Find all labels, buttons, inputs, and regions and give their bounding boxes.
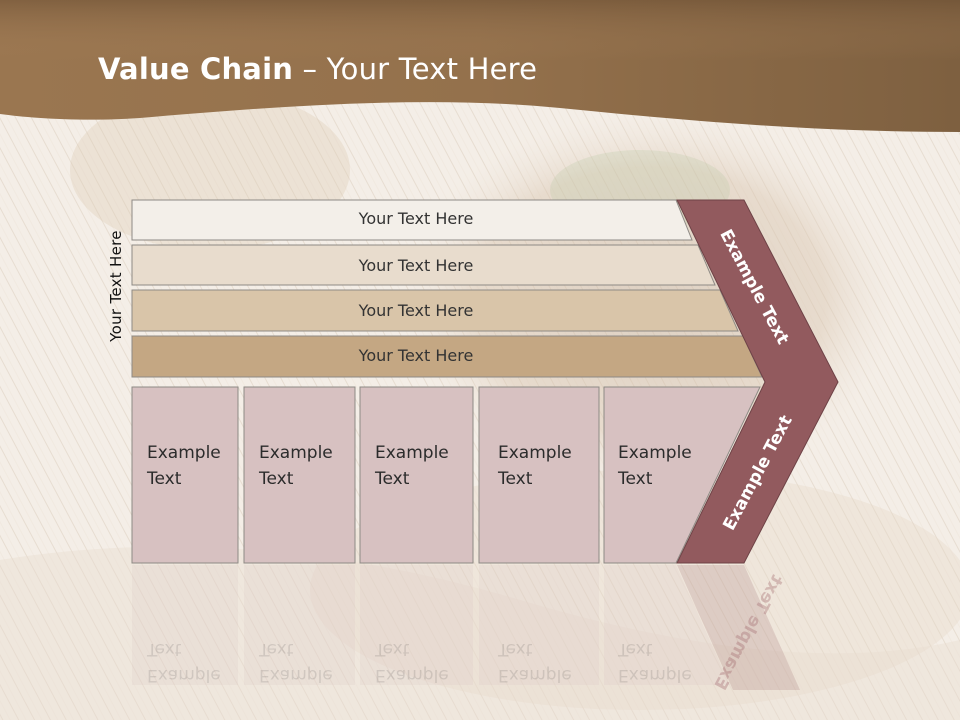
bar-2: [131, 244, 716, 286]
column-2: [243, 386, 356, 564]
bar-3-label: Your Text Here: [358, 301, 474, 320]
column-3: [359, 386, 474, 564]
bar-1-label: Your Text Here: [358, 209, 474, 228]
slide-title: Value Chain – Your Text Here: [98, 52, 538, 86]
column-4: [478, 386, 600, 564]
bar-2-label: Your Text Here: [358, 256, 474, 275]
bar-3: [131, 289, 739, 332]
chevron-arrow: [676, 199, 839, 564]
column-1: [131, 386, 239, 564]
bar-4-label: Your Text Here: [358, 346, 474, 365]
diagram-reflection: [132, 565, 800, 690]
bar-4: [131, 335, 763, 378]
column-5: [603, 386, 761, 564]
bar-1: [131, 199, 693, 241]
